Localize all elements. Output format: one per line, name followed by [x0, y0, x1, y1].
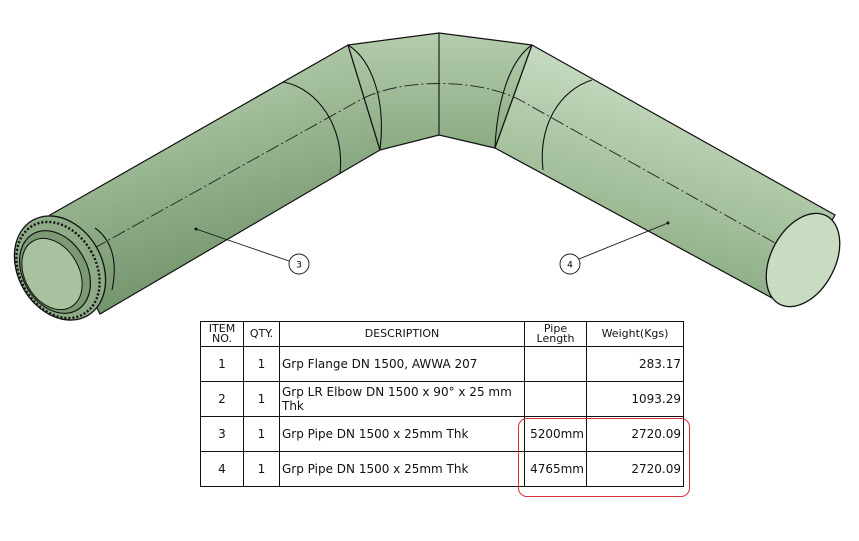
cell-qty: 1 — [243, 346, 280, 382]
cell-weight: 283.17 — [586, 346, 684, 382]
header-item-no: ITEM NO. — [200, 321, 244, 347]
flange — [13, 215, 107, 321]
header-qty: QTY. — [243, 321, 280, 347]
cell-qty: 1 — [243, 451, 280, 487]
table-row: 3 1 Grp Pipe DN 1500 x 25mm Thk 5200mm 2… — [200, 416, 684, 452]
cell-length: 4765mm — [524, 451, 587, 487]
cell-length: 5200mm — [524, 416, 587, 452]
cell-qty: 1 — [243, 381, 280, 417]
cell-length — [524, 346, 587, 382]
callout-4-leader — [578, 222, 669, 260]
cell-qty: 1 — [243, 416, 280, 452]
cell-weight: 1093.29 — [586, 381, 684, 417]
cell-item: 2 — [200, 381, 244, 417]
table-row: 4 1 Grp Pipe DN 1500 x 25mm Thk 4765mm 2… — [200, 451, 684, 487]
callout-3-label: 3 — [296, 261, 302, 271]
cell-item: 4 — [200, 451, 244, 487]
cell-weight: 2720.09 — [586, 416, 684, 452]
cell-item: 1 — [200, 346, 244, 382]
header-pipe-length: Pipe Length — [524, 321, 587, 347]
table-row: 2 1 Grp LR Elbow DN 1500 x 90° x 25 mm T… — [200, 381, 684, 417]
cell-weight: 2720.09 — [586, 451, 684, 487]
cell-length — [524, 381, 587, 417]
table-header-row: ITEM NO. QTY. DESCRIPTION Pipe Length We… — [200, 321, 684, 347]
callout-3-leader — [195, 228, 290, 262]
bill-of-materials-table: ITEM NO. QTY. DESCRIPTION Pipe Length We… — [200, 321, 684, 487]
cell-item: 3 — [200, 416, 244, 452]
pipe-right-open-end — [765, 212, 841, 308]
pipe-centerline — [54, 83, 803, 271]
segment-seams — [94, 33, 593, 291]
cell-description: Grp Flange DN 1500, AWWA 207 — [279, 346, 525, 382]
callout-4-balloon — [559, 253, 581, 275]
cell-description: Grp Pipe DN 1500 x 25mm Thk — [279, 416, 525, 452]
header-description: DESCRIPTION — [279, 321, 525, 347]
table-row: 1 1 Grp Flange DN 1500, AWWA 207 283.17 — [200, 346, 684, 382]
callout-4-label: 4 — [567, 261, 573, 271]
cell-description: Grp LR Elbow DN 1500 x 90° x 25 mm Thk — [279, 381, 525, 417]
header-weight: Weight(Kgs) — [586, 321, 684, 347]
callout-3-balloon — [288, 253, 310, 275]
cell-description: Grp Pipe DN 1500 x 25mm Thk — [279, 451, 525, 487]
